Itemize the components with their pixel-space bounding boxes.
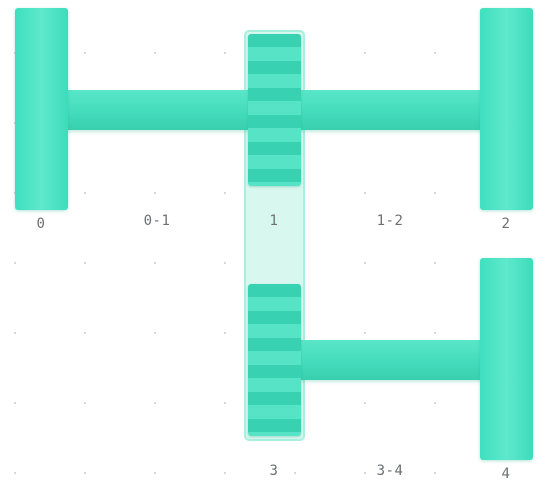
grid-dot (154, 332, 156, 334)
beam-3-4 (300, 340, 483, 380)
grid-dot (224, 472, 226, 474)
label-node-2: 2 (501, 216, 511, 232)
node-2-block (480, 8, 533, 210)
grid-dot (154, 262, 156, 264)
grid-dot (84, 262, 86, 264)
grid-dot (154, 52, 156, 54)
grid-dot (434, 332, 436, 334)
grid-dot (224, 262, 226, 264)
grid-dot (434, 472, 436, 474)
grid-dot (364, 472, 366, 474)
grid-dot (224, 332, 226, 334)
node-0-block (15, 8, 68, 210)
label-node-0: 0 (36, 216, 46, 232)
grid-dot (14, 262, 16, 264)
label-span-3-4: 3-4 (376, 463, 404, 479)
label-span-0-1: 0-1 (143, 213, 171, 229)
grid-dot (84, 52, 86, 54)
beam-0-1 (66, 90, 249, 130)
grid-dot (84, 402, 86, 404)
grid-dot (364, 192, 366, 194)
grid-dot (14, 472, 16, 474)
grid-dot (364, 262, 366, 264)
grid-dot (154, 402, 156, 404)
grid-dot (84, 192, 86, 194)
label-node-1: 1 (269, 213, 279, 229)
grid-dot (364, 402, 366, 404)
grid-dot (224, 192, 226, 194)
grid-dot (154, 192, 156, 194)
grid-dot (14, 402, 16, 404)
grid-dot (154, 472, 156, 474)
grid-dot (14, 332, 16, 334)
grid-dot (434, 402, 436, 404)
grid-dot (224, 402, 226, 404)
label-node-4: 4 (501, 466, 511, 482)
grid-dot (434, 52, 436, 54)
grid-dot (364, 52, 366, 54)
label-span-1-2: 1-2 (376, 213, 404, 229)
node-4-block (480, 258, 533, 460)
grid-dot (224, 52, 226, 54)
beam-1-2 (300, 90, 483, 130)
label-node-3: 3 (269, 463, 279, 479)
node-1-gear (248, 34, 301, 186)
grid-dot (84, 472, 86, 474)
node-3-gear (248, 284, 301, 436)
grid-dot (364, 332, 366, 334)
grid-dot (434, 192, 436, 194)
grid-dot (84, 332, 86, 334)
grid-dot (294, 472, 296, 474)
grid-dot (434, 262, 436, 264)
